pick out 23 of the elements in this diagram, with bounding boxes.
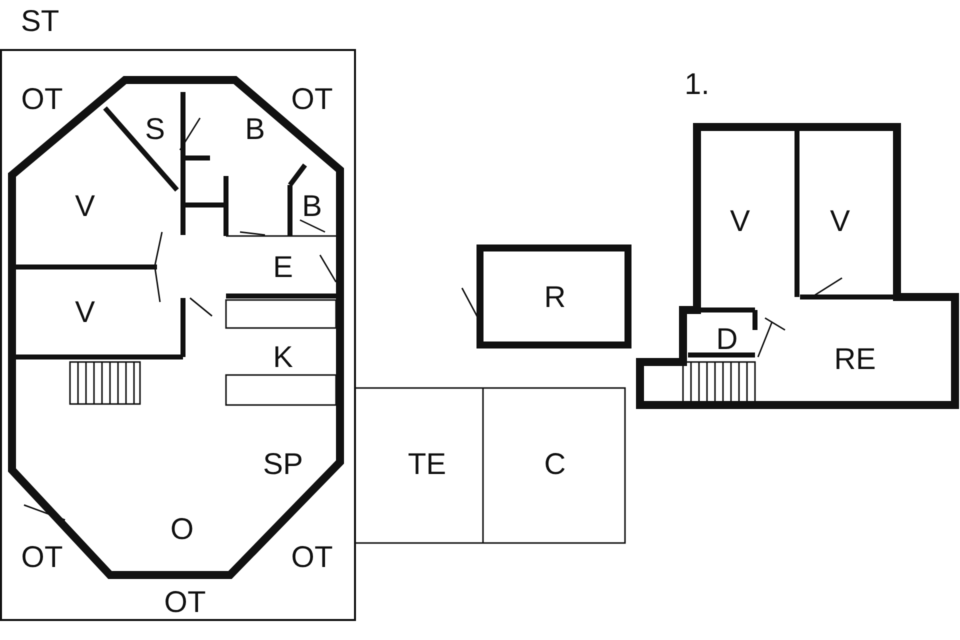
room-label: OT	[164, 587, 206, 619]
room-label: C	[544, 449, 566, 481]
room-label: O	[170, 514, 194, 546]
room-label: RE	[834, 344, 876, 376]
room-label: B	[302, 191, 322, 223]
room-label: D	[716, 324, 738, 356]
room-label: E	[273, 252, 293, 284]
room-label: OT	[21, 84, 63, 116]
room-label: K	[273, 342, 293, 374]
room-label: ST	[20, 6, 60, 38]
room-label: V	[75, 191, 95, 223]
room-label: B	[245, 114, 265, 146]
room-label: V	[830, 206, 850, 238]
room-label: V	[730, 206, 750, 238]
room-label: SP	[262, 449, 304, 481]
building-number: 1.	[684, 69, 710, 101]
room-label: S	[145, 114, 165, 146]
room-label: V	[75, 297, 95, 329]
room-label: OT	[21, 542, 63, 574]
room-label: R	[544, 282, 566, 314]
room-label: OT	[291, 84, 333, 116]
room-label: OT	[291, 542, 333, 574]
room-label: TE	[408, 449, 446, 481]
